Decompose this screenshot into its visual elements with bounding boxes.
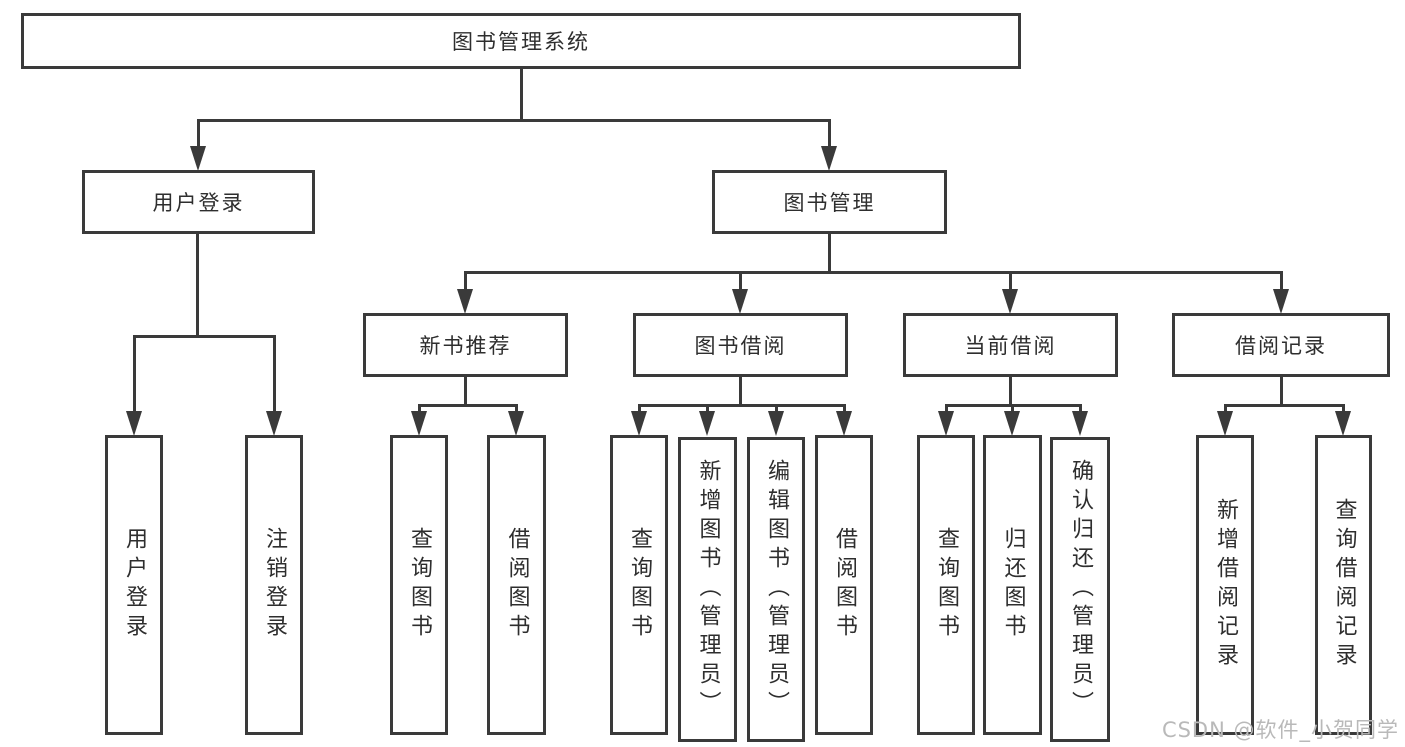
connector-line — [197, 119, 830, 122]
connector-arrowhead — [190, 146, 206, 171]
connector-line — [1224, 404, 1227, 414]
connector-line — [1079, 404, 1082, 414]
leaf-add-borrow-record: 新增借阅记录 — [1196, 435, 1254, 735]
connector-line — [133, 335, 136, 413]
connector-line — [520, 69, 523, 120]
leaf-borrow-books: 借阅图书 — [815, 435, 873, 735]
connector-arrowhead — [1335, 411, 1351, 436]
node-borrowing-records: 借阅记录 — [1172, 313, 1390, 377]
node-current-borrowing: 当前借阅 — [903, 313, 1118, 377]
connector-line — [775, 404, 778, 414]
connector-arrowhead — [732, 289, 748, 314]
connector-arrowhead — [821, 146, 837, 171]
watermark: CSDN @软件_小贺同学 — [1161, 718, 1399, 742]
connector-arrowhead — [1273, 289, 1289, 314]
connector-line — [1009, 271, 1012, 293]
connector-arrowhead — [266, 411, 282, 436]
leaf-query-books-recommend: 查询图书 — [390, 435, 448, 735]
connector-line — [464, 271, 1283, 274]
connector-arrowhead — [1072, 411, 1088, 436]
node-new-book-recommendation: 新书推荐 — [363, 313, 568, 377]
connector-arrowhead — [631, 411, 647, 436]
connector-line — [515, 404, 518, 414]
node-library-management-system: 图书管理系统 — [21, 13, 1021, 69]
connector-arrowhead — [699, 411, 715, 436]
connector-line — [464, 377, 467, 406]
connector-line — [273, 335, 276, 413]
connector-line — [706, 404, 709, 414]
leaf-query-borrow-record: 查询借阅记录 — [1315, 435, 1372, 735]
leaf-return-books: 归还图书 — [983, 435, 1042, 735]
connector-arrowhead — [768, 411, 784, 436]
connector-line — [739, 271, 742, 293]
connector-line — [418, 404, 518, 407]
connector-line — [638, 404, 641, 414]
leaf-logout: 注销登录 — [245, 435, 303, 735]
connector-line — [638, 404, 846, 407]
connector-line — [197, 119, 200, 149]
connector-line — [1280, 377, 1283, 406]
connector-arrowhead — [1217, 411, 1233, 436]
node-book-borrowing: 图书借阅 — [633, 313, 848, 377]
leaf-confirm-return-admin: 确认归还（管理员） — [1050, 437, 1110, 742]
leaf-query-books-current: 查询图书 — [917, 435, 975, 735]
connector-arrowhead — [126, 411, 142, 436]
leaf-user-login: 用户登录 — [105, 435, 163, 735]
connector-line — [1009, 377, 1012, 406]
connector-line — [945, 404, 948, 414]
connector-line — [196, 234, 199, 337]
leaf-edit-book-admin: 编辑图书（管理员） — [747, 437, 805, 742]
connector-arrowhead — [938, 411, 954, 436]
connector-line — [1011, 404, 1014, 414]
connector-line — [133, 335, 276, 338]
connector-arrowhead — [508, 411, 524, 436]
connector-arrowhead — [1004, 411, 1020, 436]
connector-line — [828, 234, 831, 274]
node-book-management: 图书管理 — [712, 170, 947, 234]
connector-arrowhead — [836, 411, 852, 436]
connector-line — [739, 377, 742, 406]
connector-line — [464, 271, 467, 293]
leaf-borrow-books-recommend: 借阅图书 — [487, 435, 546, 735]
connector-line — [1224, 404, 1345, 407]
connector-line — [1342, 404, 1345, 414]
connector-line — [1280, 271, 1283, 293]
leaf-add-book-admin: 新增图书（管理员） — [678, 437, 737, 742]
connector-arrowhead — [411, 411, 427, 436]
leaf-query-books-borrow: 查询图书 — [610, 435, 668, 735]
connector-line — [828, 119, 831, 149]
connector-line — [843, 404, 846, 414]
connector-arrowhead — [457, 289, 473, 314]
node-user-login: 用户登录 — [82, 170, 315, 234]
connector-arrowhead — [1002, 289, 1018, 314]
connector-line — [418, 404, 421, 414]
